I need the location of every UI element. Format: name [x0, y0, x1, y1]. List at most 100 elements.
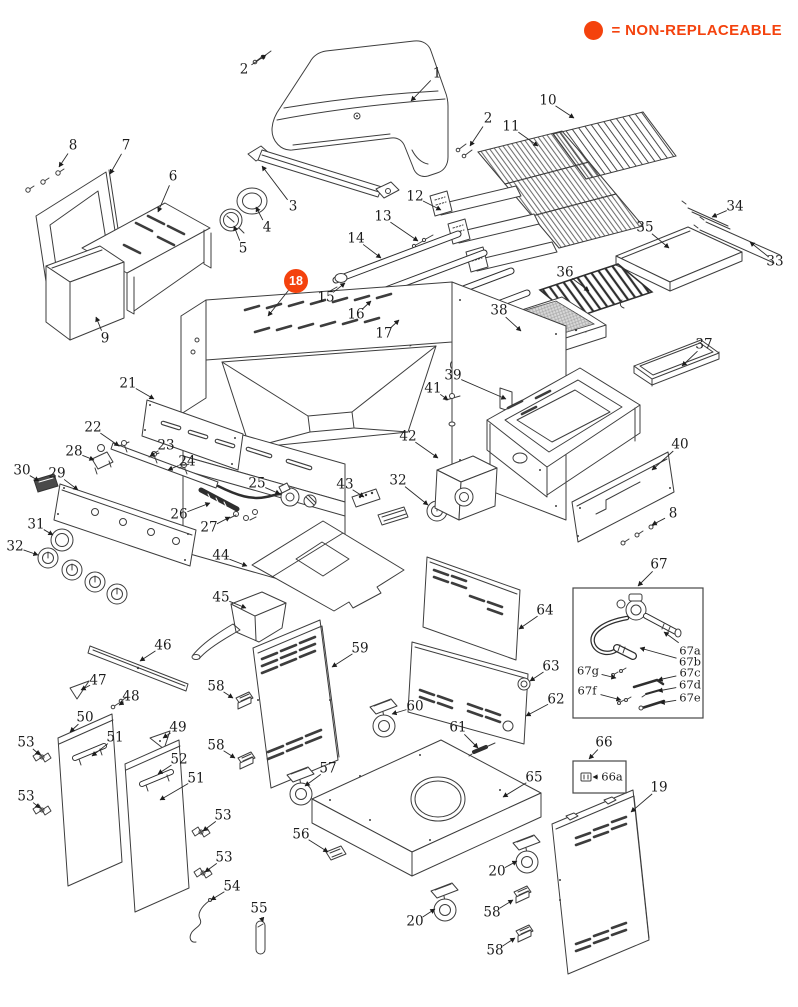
part-label-20: 20: [488, 863, 506, 880]
part-50-left-door: [57, 713, 123, 887]
part-44-grease-sheet: [251, 520, 405, 612]
part-label-29: 29: [48, 465, 66, 482]
part-32-control-knobs: [37, 500, 448, 605]
part-label-43: 43: [336, 476, 354, 493]
part-label-58: 58: [483, 904, 501, 921]
part-label-53: 53: [215, 849, 233, 866]
part-label-61: 61: [449, 719, 467, 736]
part-label-16: 16: [347, 306, 365, 323]
part-26-crossover-tube: [198, 487, 240, 512]
non-replaceable-dot-icon: [584, 21, 604, 40]
part-label-67a: 67a: [679, 643, 701, 658]
part-28-igniter-module: [91, 444, 114, 475]
part-label-53: 53: [17, 788, 35, 805]
part-label-8: 8: [668, 505, 678, 522]
part-57-caster: [286, 766, 315, 806]
part-label-28: 28: [65, 443, 83, 460]
part-label-30: 30: [13, 462, 31, 479]
part-label-59: 59: [351, 640, 369, 657]
part-5-thermometer: [219, 208, 245, 234]
part-label-52: 52: [170, 751, 188, 768]
part-label-41: 41: [424, 380, 442, 397]
part-1-hood: [271, 40, 449, 177]
part-label-67c: 67c: [679, 665, 701, 680]
part-label-51: 51: [106, 729, 124, 746]
part-label-2: 2: [483, 110, 493, 127]
part-31-knob-bezel: [50, 528, 74, 552]
part-label-47: 47: [89, 672, 107, 689]
part-label-45: 45: [212, 589, 230, 606]
leader-lines: [23, 54, 769, 947]
part-label-46: 46: [154, 637, 172, 654]
part-41-electrode: [445, 393, 461, 435]
part-label-14: 14: [347, 230, 365, 247]
part-label-49: 49: [169, 719, 187, 736]
part-label-36: 36: [556, 264, 574, 281]
part-label-67g: 67g: [577, 663, 599, 678]
part-67-regulator-kit-box: [572, 587, 704, 719]
part-label-65: 65: [525, 769, 543, 786]
part-45-grease-funnel: [191, 591, 287, 660]
part-label-4: 4: [262, 219, 272, 236]
part-25-hose-regulator: [216, 482, 317, 508]
part-label-67d: 67d: [679, 677, 701, 692]
part-58-door-clips: [235, 691, 534, 943]
part-label-21: 21: [119, 375, 137, 392]
part-label-56: 56: [292, 826, 310, 843]
part-39-tray-frame: [486, 367, 641, 498]
part-20-caster-right: [512, 834, 541, 874]
part-13-grate-bolts: [411, 234, 434, 249]
part-label-8: 8: [68, 137, 78, 154]
part-label-58: 58: [486, 942, 504, 959]
highlight-badge-18: 18: [284, 269, 308, 293]
part-59-left-side-panel: [252, 619, 340, 789]
part-label-2: 2: [239, 61, 249, 78]
part-label-39: 39: [444, 367, 462, 384]
part-43-brackets: [351, 488, 409, 526]
part-label-67f: 67f: [577, 683, 597, 698]
part-label-66a: 66a: [601, 769, 623, 784]
part-35-griddle: [615, 226, 743, 292]
part-34-support-rod: [681, 200, 731, 230]
part-label-67b: 67b: [679, 654, 701, 669]
part-42-grease-drawer: [434, 455, 498, 521]
part-label-40: 40: [671, 436, 689, 453]
part-4-bezel-ring: [236, 187, 268, 215]
part-label-53: 53: [17, 734, 35, 751]
part-label-13: 13: [374, 208, 392, 225]
part-label-22: 22: [84, 419, 102, 436]
part-label-58: 58: [207, 678, 225, 695]
part-40-rear-panel: [571, 451, 675, 543]
part-label-24: 24: [178, 453, 196, 470]
part-label-26: 26: [170, 506, 188, 523]
part-29-control-panel: [53, 483, 197, 567]
part-label-53: 53: [214, 807, 232, 824]
part-label-64: 64: [536, 602, 554, 619]
part-label-63: 63: [542, 658, 560, 675]
part-label-23: 23: [157, 437, 175, 454]
part-label-11: 11: [502, 118, 520, 135]
part-label-32: 32: [6, 538, 24, 555]
part-2-screws-right: [455, 143, 473, 159]
part-label-25: 25: [248, 475, 266, 492]
part-label-67: 67: [650, 556, 668, 573]
part-9-grease-tray-box: [45, 245, 125, 341]
part-label-9: 9: [100, 330, 110, 347]
part-label-32: 32: [389, 472, 407, 489]
part-label-5: 5: [238, 240, 248, 257]
part-label-10: 10: [539, 92, 557, 109]
part-label-55: 55: [250, 900, 268, 917]
part-46-cross-brace: [87, 645, 189, 692]
part-label-19: 19: [650, 779, 668, 796]
part-label-62: 62: [547, 691, 565, 708]
part-64-back-panel-upper: [422, 556, 521, 661]
part-label-57: 57: [319, 760, 337, 777]
part-11-cooking-grates: [477, 130, 644, 249]
part-label-60: 60: [406, 698, 424, 715]
part-label-48: 48: [122, 688, 140, 705]
part-label-42: 42: [399, 428, 417, 445]
part-label-34: 34: [726, 198, 744, 215]
legend: = NON-REPLACEABLE: [584, 21, 782, 40]
part-label-54: 54: [223, 878, 241, 895]
